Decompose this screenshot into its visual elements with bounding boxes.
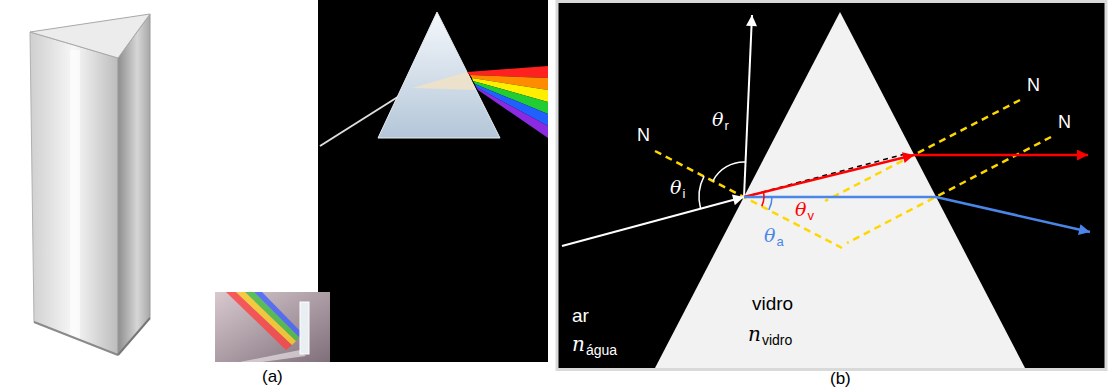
- index-subscript: água: [586, 343, 617, 357]
- angle-symbol: θ: [764, 226, 775, 245]
- normal-line: [655, 151, 842, 248]
- spectrum-band: [245, 292, 299, 341]
- reflection: [70, 50, 80, 340]
- panel-label: (a): [262, 368, 283, 385]
- index-symbol: n: [572, 334, 585, 354]
- normal-line: [847, 137, 1051, 243]
- panel-label: (b): [830, 370, 851, 387]
- angle-subscript: i: [682, 187, 685, 200]
- angle-arc: [762, 192, 764, 206]
- dispersion-photo: [318, 0, 548, 362]
- incident-ray: [562, 197, 744, 246]
- angle-subscript: r: [724, 119, 728, 132]
- blue-ray: [744, 196, 936, 199]
- glass-prism: [655, 12, 1025, 368]
- normal-label: N: [1027, 76, 1040, 94]
- index-subscript: vidro: [762, 333, 792, 347]
- angle-arc: [699, 176, 704, 209]
- angle-subscript: v: [807, 209, 814, 222]
- prism-top: [30, 14, 150, 58]
- prism-face: [30, 32, 118, 355]
- angle-arc: [713, 162, 746, 181]
- photo-ground: [215, 292, 330, 362]
- blue-ray: [936, 197, 1090, 232]
- light-patch: [240, 350, 306, 362]
- light-in-prism: [412, 72, 476, 90]
- index-symbol: n: [748, 324, 761, 344]
- angle-symbol: θ: [795, 200, 806, 219]
- panel-frame: [557, 2, 1106, 370]
- angle-subscript: a: [776, 235, 783, 248]
- inset-photo: [215, 292, 330, 362]
- medium-label: ar: [572, 306, 589, 325]
- red-ray: [744, 155, 914, 197]
- small-prism: [300, 302, 309, 354]
- angle-arc: [769, 197, 772, 210]
- normal-label: N: [1058, 113, 1071, 131]
- spectrum-band: [475, 84, 548, 126]
- photo-ground: [318, 0, 548, 362]
- prism-edge: [118, 318, 150, 355]
- medium-label: vidro: [752, 294, 793, 313]
- prism-face: [118, 14, 150, 355]
- prism-edge: [34, 322, 118, 355]
- prism-photo: [30, 14, 150, 355]
- reflected-ray: [744, 15, 752, 197]
- angle-symbol: θ: [712, 110, 723, 129]
- angle-symbol: θ: [670, 178, 681, 197]
- spectrum-band: [254, 292, 302, 337]
- ray-diagram: [557, 2, 1106, 370]
- normal-label: N: [637, 126, 650, 144]
- red-ray: [914, 154, 1088, 157]
- spectrum-band: [476, 87, 548, 138]
- normal-line: [825, 100, 1020, 201]
